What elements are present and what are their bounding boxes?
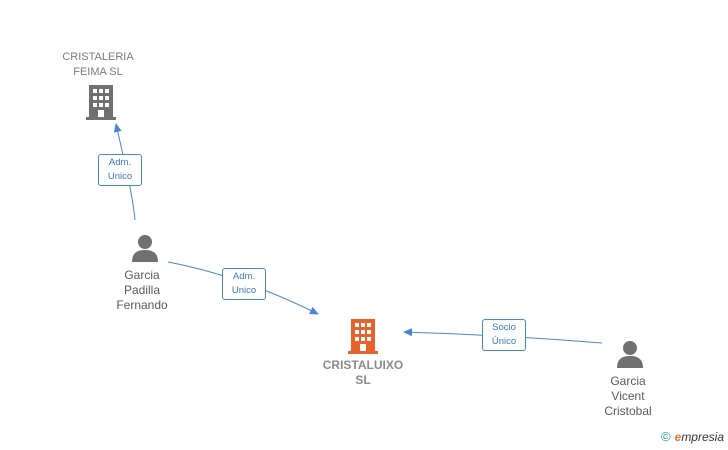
edge-label-adm-unico[interactable]: Adm. Unico <box>222 268 266 300</box>
edge-label-socio-unico[interactable]: Socio Único <box>482 319 526 351</box>
brand-logo: empresia <box>674 430 724 444</box>
garcia-padilla-label[interactable]: Garcia Padilla Fernando <box>116 268 168 312</box>
building-icon[interactable] <box>84 84 118 120</box>
edge-label-adm-unico[interactable]: Adm. Unico <box>98 154 142 186</box>
cristaluixo-label[interactable]: CRISTALUIXO SL <box>322 358 404 387</box>
cristaleria-label[interactable]: CRISTALERIA FEIMA SL <box>62 51 134 78</box>
copyright-symbol: © <box>661 429 671 444</box>
garcia-vicent-label[interactable]: Garcia Vicent Cristobal <box>604 374 652 418</box>
person-icon[interactable] <box>616 340 644 368</box>
footer-brand: ©empresia <box>661 429 724 444</box>
building-icon[interactable] <box>346 318 380 354</box>
person-icon[interactable] <box>131 234 159 262</box>
